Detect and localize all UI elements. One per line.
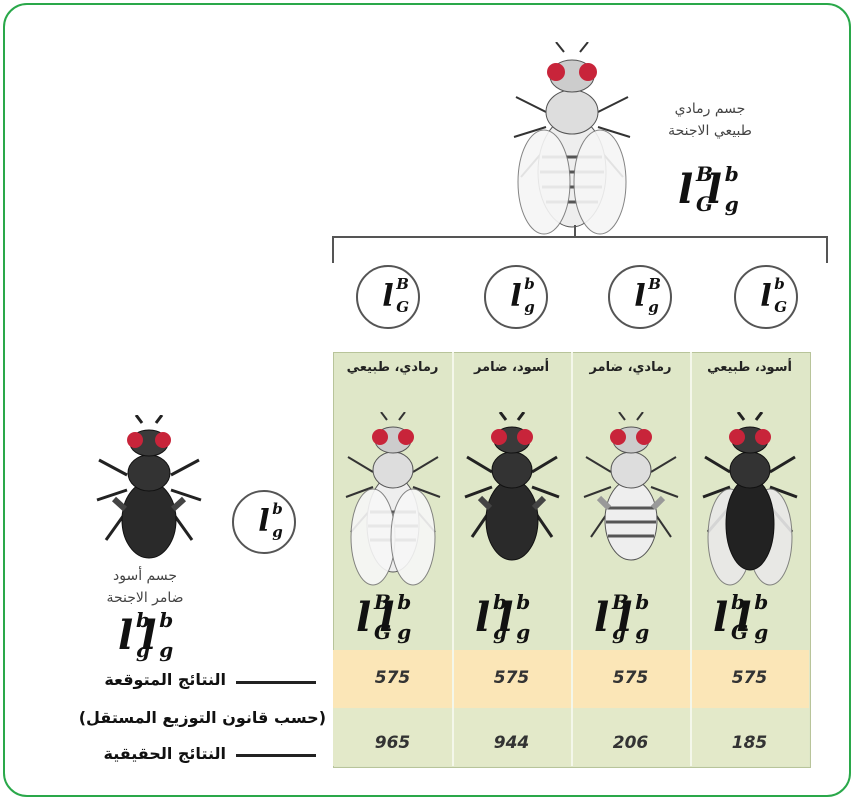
parent-fly-top (506, 42, 638, 242)
actual-results-label: النتائج الحقيقية (104, 744, 227, 763)
offspring-fly-black-vestigial (462, 412, 562, 572)
expected-arrow (236, 681, 316, 684)
offspring-fly-black-normal (700, 412, 800, 592)
actual-value: 944 (452, 733, 571, 753)
expected-value: 575 (333, 668, 452, 688)
actual-arrow (236, 754, 316, 757)
actual-value: 965 (333, 733, 452, 753)
expected-results-label: النتائج المتوقعة (104, 670, 226, 689)
actual-value: 206 (571, 733, 690, 753)
parent-left-label-line1: جسم أسود (80, 565, 210, 587)
offspring-fly-gray-normal (343, 412, 443, 592)
independent-assortment-note: (حسب قانون التوزيع المستقل) (79, 708, 326, 727)
actual-value: 185 (690, 733, 809, 753)
phenotype-label: رمادي، ضامر (571, 360, 690, 375)
expected-value: 575 (452, 668, 571, 688)
expected-value: 575 (690, 668, 809, 688)
offspring-fly-gray-vestigial (581, 412, 681, 572)
phenotype-label: أسود، ضامر (452, 360, 571, 375)
phenotype-label: رمادي، طبيعي (333, 360, 452, 375)
column-divider (452, 352, 454, 766)
parent-left-label-line2: ضامر الاجنحة (80, 587, 210, 609)
column-divider (571, 352, 573, 766)
phenotype-label: أسود، طبيعي (690, 360, 809, 375)
parent-top-label-line2: طبيعي الاجنحة (650, 120, 770, 142)
parent-fly-left (94, 415, 204, 565)
column-divider (690, 352, 692, 766)
gamete-bracket (330, 225, 830, 265)
expected-value: 575 (571, 668, 690, 688)
parent-left-label: جسم أسود ضامر الاجنحة (80, 565, 210, 609)
parent-top-label: جسم رمادي طبيعي الاجنحة (650, 98, 770, 142)
parent-top-label-line1: جسم رمادي (650, 98, 770, 120)
